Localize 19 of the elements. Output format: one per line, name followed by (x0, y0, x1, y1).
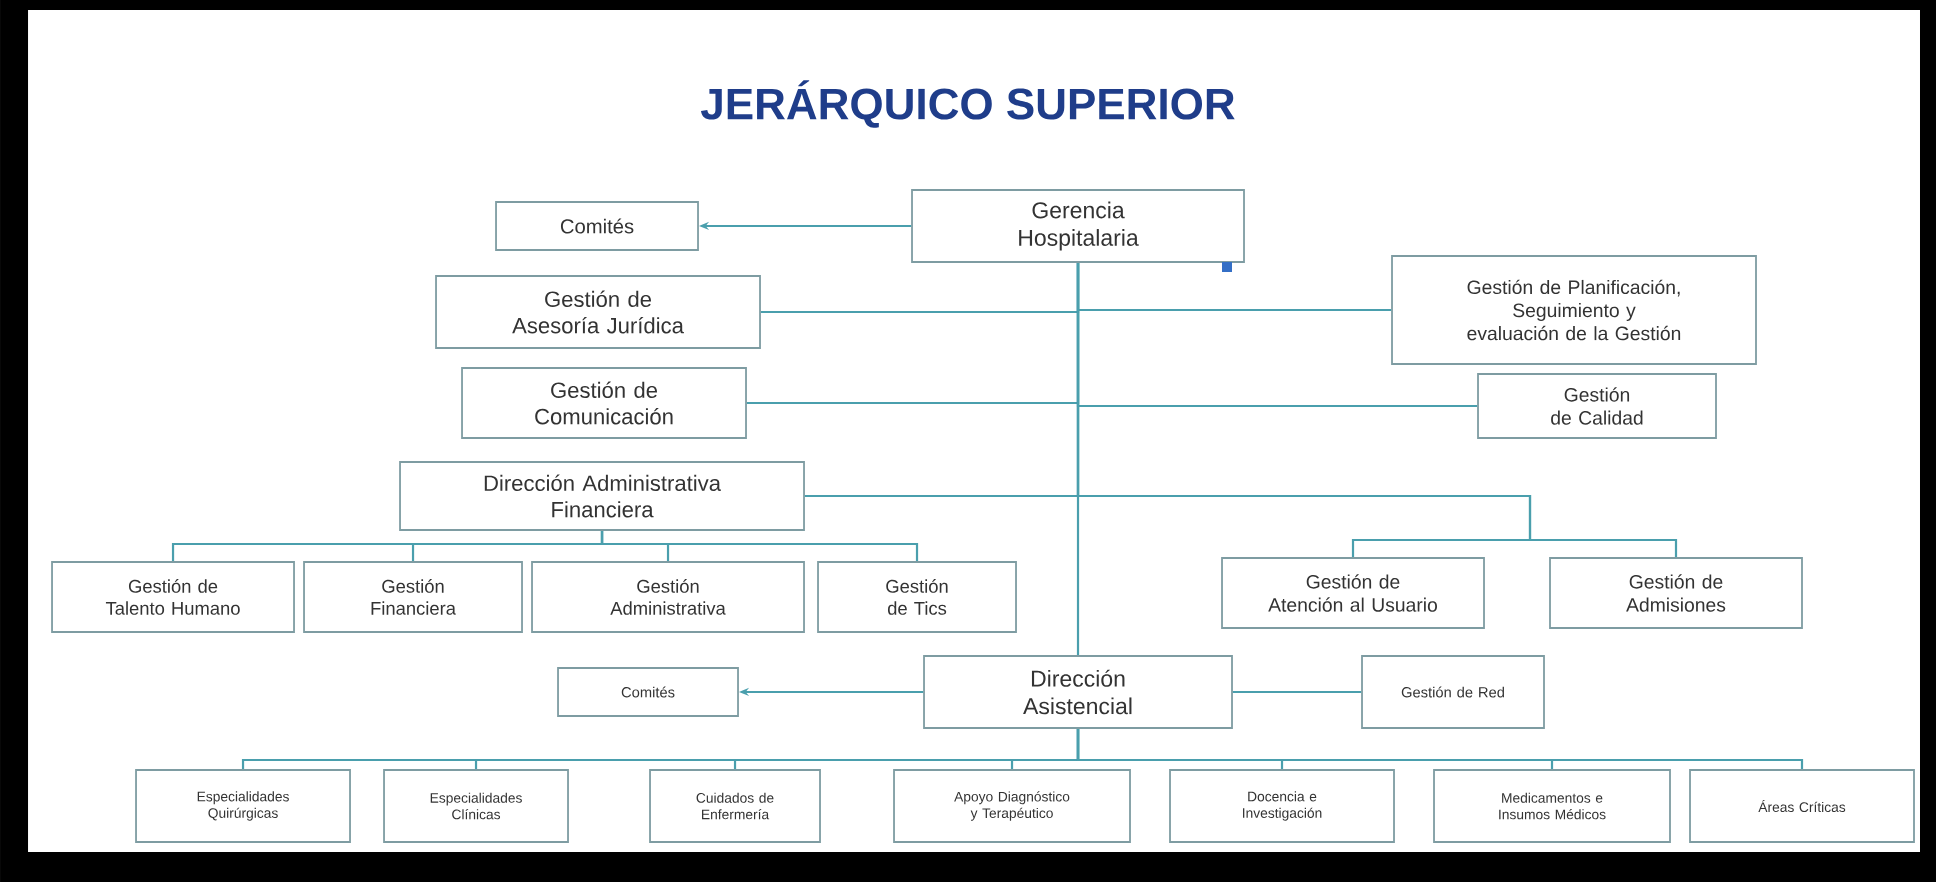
connector (1076, 728, 1804, 770)
org-box: Gerencia Hospitalaria (911, 189, 1245, 263)
org-box: Gestión de Admisiones (1549, 557, 1803, 629)
org-box: Gestión de Tics (817, 561, 1017, 633)
connector (1232, 690, 1362, 694)
org-box: Comités (495, 201, 699, 251)
org-box: Gestión de Talento Humano (51, 561, 295, 633)
org-box: Gestión de Planificación, Seguimiento y evaluación de la Gestión (1391, 255, 1757, 365)
title: JERÁRQUICO SUPERIOR (700, 80, 1235, 128)
org-box: Gestión de Calidad (1477, 373, 1717, 439)
org-box: Gestión de Asesoría Jurídica (435, 275, 761, 349)
org-box: Gestión de Atención al Usuario (1221, 557, 1485, 629)
org-box: Gestión Administrativa (531, 561, 805, 633)
org-box: Dirección Asistencial (923, 655, 1233, 729)
org-box: Gestión Financiera (303, 561, 523, 633)
org-box: Dirección Administrativa Financiera (399, 461, 805, 531)
connector (1076, 262, 1080, 656)
connector (600, 530, 919, 562)
org-box: Gestión de Comunicación (461, 367, 747, 439)
